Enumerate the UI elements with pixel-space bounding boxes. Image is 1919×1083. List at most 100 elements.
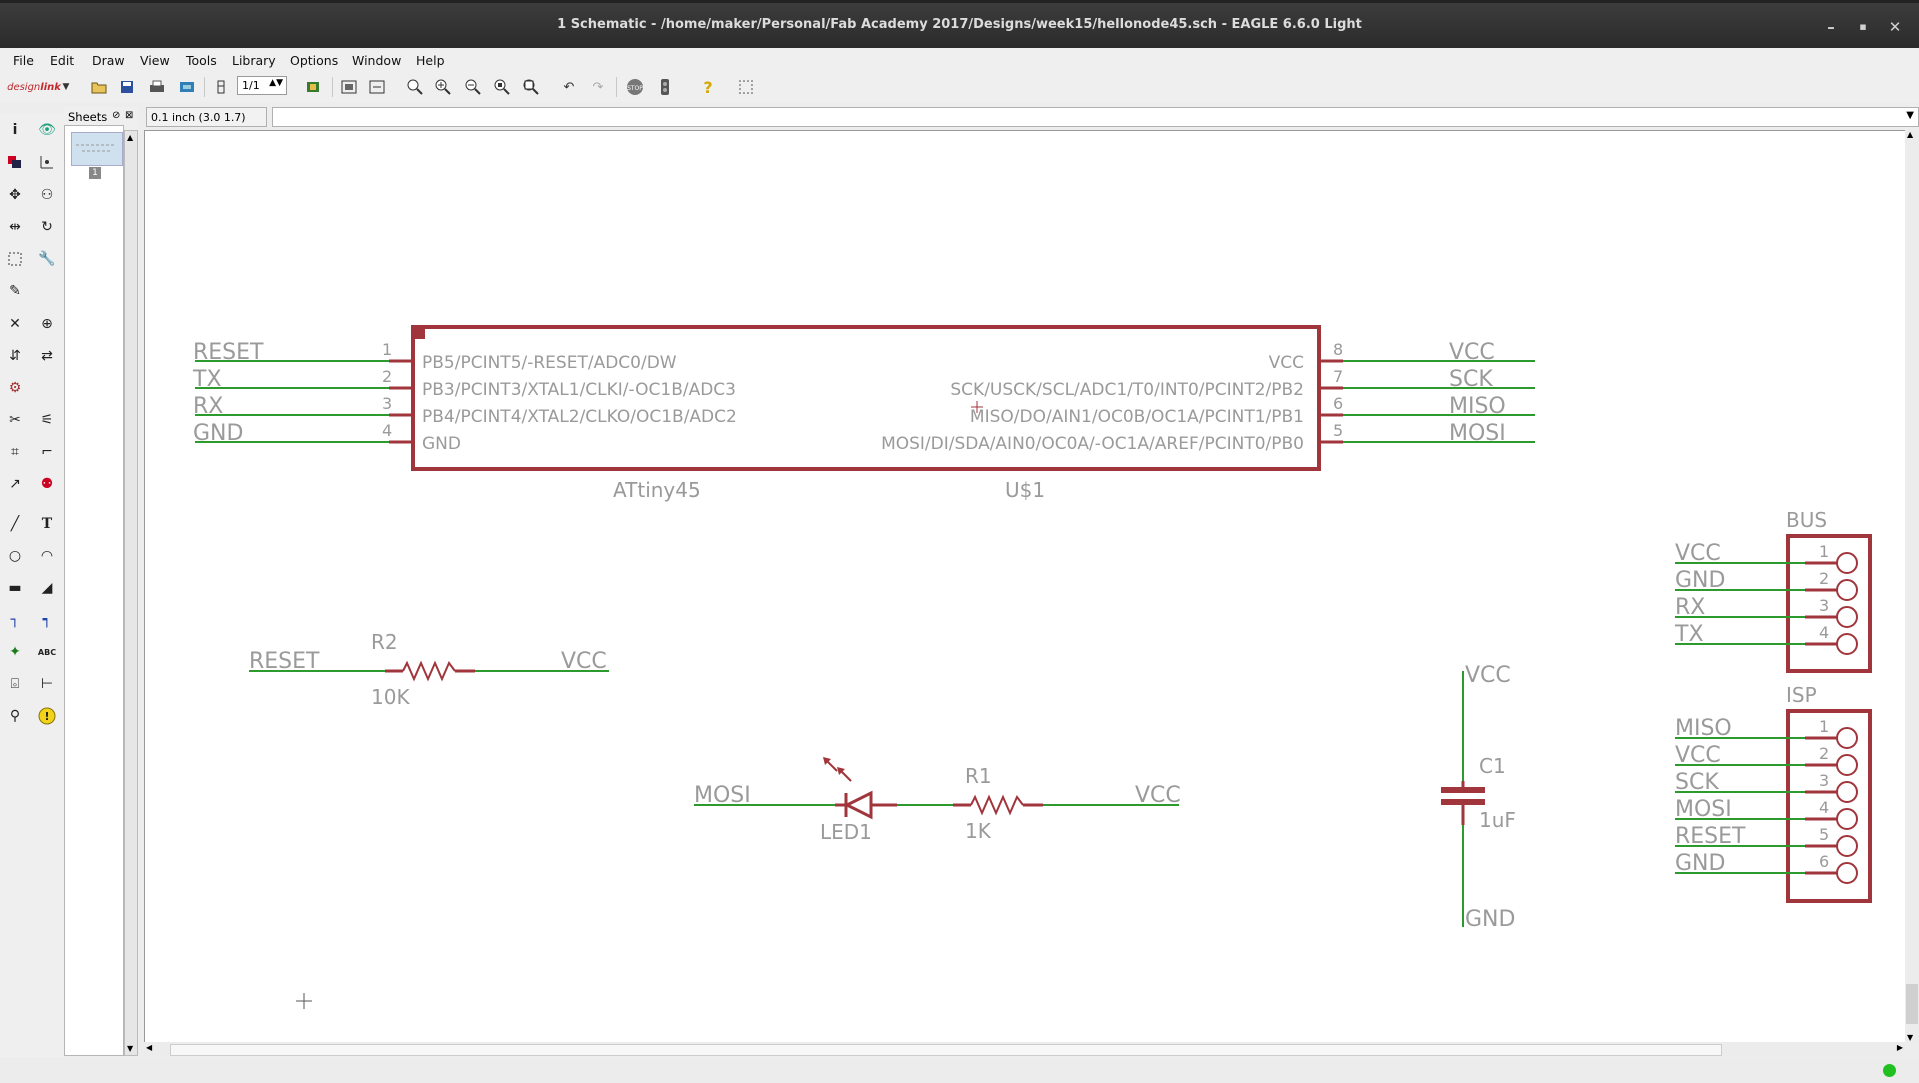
split-icon[interactable]: ⌗ <box>11 444 19 460</box>
smash-icon[interactable]: ↗ <box>9 476 21 492</box>
sheets-scrollbar[interactable]: ▲ ▼ <box>124 130 138 1056</box>
close-icon[interactable]: ⊠ <box>125 110 134 121</box>
chevron-down-icon[interactable]: ▼ <box>1906 110 1914 121</box>
group-icon[interactable] <box>2 246 28 272</box>
schematic-canvas[interactable]: ATtiny45 U$1 RESET 1 PB5/PCINT5/-RESET/A… <box>144 130 1905 1042</box>
scroll-down-icon[interactable]: ▼ <box>127 1044 134 1053</box>
run-icon[interactable] <box>338 77 360 97</box>
pinswap-icon[interactable]: ⇵ <box>9 348 21 364</box>
scroll-thumb[interactable] <box>1906 984 1918 1024</box>
info-icon[interactable]: i <box>12 122 18 138</box>
command-line-input[interactable]: ▼ <box>272 107 1919 127</box>
zoom-in-icon[interactable] <box>432 77 454 97</box>
float-icon[interactable]: ⊘ <box>112 110 121 121</box>
net-label: RESET <box>1675 824 1746 849</box>
delete-icon[interactable]: ✕ <box>9 316 21 332</box>
circle-icon[interactable]: ○ <box>8 548 22 564</box>
scroll-up-icon[interactable]: ▲ <box>127 133 134 142</box>
use-icon[interactable] <box>210 77 232 97</box>
menu-file[interactable]: File <box>13 53 34 68</box>
show-icon[interactable]: 👁 <box>38 122 56 138</box>
menu-tools[interactable]: Tools <box>186 53 217 68</box>
dimension-icon[interactable]: ⊢ <box>40 676 54 692</box>
command-toolbar: i 👁 ✥ ⚇ ⇹ ↻ 🔧 ✎ ✕ ⊕ ⇵ ⇄ ⚙ ✂ ⚟ ⌗ ⌐ ↗ ⚉ ╱ … <box>0 113 64 1058</box>
scroll-thumb[interactable] <box>170 1044 1722 1056</box>
net-label-left: RESET <box>193 340 264 365</box>
menu-options[interactable]: Options <box>290 53 339 68</box>
display-icon[interactable] <box>2 149 28 175</box>
pin-number: 2 <box>1819 744 1829 763</box>
mirror-icon[interactable]: ⇹ <box>9 219 21 235</box>
value-icon[interactable]: ⚟ <box>40 412 54 428</box>
go-icon[interactable] <box>654 77 676 97</box>
sheet-select[interactable]: 1/1▲▼ <box>237 76 287 95</box>
open-icon[interactable] <box>88 77 110 97</box>
erc-icon[interactable]: ⚲ <box>9 708 21 724</box>
zoom-fit-icon[interactable] <box>404 77 426 97</box>
capacitor-c1: VCC C1 1uF GND <box>1441 663 1516 932</box>
ic-right-pin-5: MOSI 5 MOSI/DI/SDA/AIN0/OC0A/-OC1A/AREF/… <box>881 421 1535 454</box>
script-icon[interactable] <box>302 77 324 97</box>
errors-icon[interactable]: ! <box>34 703 60 729</box>
zoom-out-icon[interactable] <box>462 77 484 97</box>
net-label: VCC <box>1135 783 1181 808</box>
add-icon[interactable]: ⊕ <box>41 316 53 332</box>
rect-icon[interactable]: ▬ <box>8 580 22 596</box>
maximize-icon[interactable]: ▪ <box>1859 20 1867 33</box>
junction-icon[interactable]: ✦ <box>9 644 21 660</box>
stop-icon[interactable]: STOP <box>624 77 646 97</box>
sheet-thumbnail[interactable] <box>71 132 123 166</box>
redraw-icon[interactable] <box>520 77 542 97</box>
spinner-icon[interactable]: ▲▼ <box>269 78 283 88</box>
ic-pin1-marker <box>413 327 425 339</box>
gateswap-icon[interactable]: ⇄ <box>41 348 53 364</box>
canvas-vscrollbar[interactable]: ▲ ▼ <box>1905 130 1919 1042</box>
schematic-drawing[interactable]: ATtiny45 U$1 RESET 1 PB5/PCINT5/-RESET/A… <box>145 131 1906 1043</box>
copy-icon[interactable]: ⚇ <box>40 187 54 203</box>
move-icon[interactable]: ✥ <box>9 187 21 203</box>
mark-icon[interactable] <box>34 149 60 175</box>
print-icon[interactable] <box>146 77 168 97</box>
run2-icon[interactable] <box>366 77 388 97</box>
arc-icon[interactable]: ◠ <box>40 548 54 564</box>
wire-icon[interactable]: ╱ <box>10 516 20 532</box>
help-icon[interactable]: ? <box>703 77 713 97</box>
paste-icon[interactable]: ✎ <box>9 283 21 299</box>
menu-view[interactable]: View <box>140 53 170 68</box>
menu-edit[interactable]: Edit <box>50 53 75 68</box>
menu-draw[interactable]: Draw <box>92 53 125 68</box>
grid-icon[interactable] <box>736 77 758 97</box>
pin-number: 3 <box>1819 771 1829 790</box>
invoke-icon[interactable]: ⚉ <box>40 476 54 492</box>
scroll-up-icon[interactable]: ▲ <box>1907 130 1914 139</box>
rotate-icon[interactable]: ↻ <box>41 219 53 235</box>
undo-icon[interactable]: ↶ <box>563 79 575 95</box>
text-icon[interactable]: T <box>41 516 53 532</box>
scroll-right-icon[interactable]: ▶ <box>1896 1043 1903 1052</box>
scroll-left-icon[interactable]: ◀ <box>146 1043 153 1052</box>
replace-icon[interactable]: ⚙ <box>8 380 22 396</box>
polygon-icon[interactable]: ◢ <box>41 580 53 596</box>
bus-icon[interactable]: ┐ <box>10 612 20 628</box>
net-label: GND <box>1675 851 1725 876</box>
menu-library[interactable]: Library <box>232 53 276 68</box>
save-icon[interactable] <box>116 77 138 97</box>
attribute-icon[interactable]: ⌻ <box>10 676 20 692</box>
miter-icon[interactable]: ⌐ <box>41 444 53 460</box>
label-icon[interactable]: ABC <box>37 647 57 657</box>
menu-window[interactable]: Window <box>352 53 402 68</box>
net-icon[interactable]: ┑ <box>42 612 52 628</box>
name-icon[interactable]: ✂ <box>9 412 21 428</box>
zoom-select-icon[interactable] <box>491 77 513 97</box>
cam-icon[interactable] <box>176 77 198 97</box>
chevron-down-icon[interactable]: ▼ <box>62 82 70 92</box>
part-name: C1 <box>1479 754 1506 778</box>
minimize-icon[interactable]: – <box>1827 18 1835 36</box>
scroll-down-icon[interactable]: ▼ <box>1907 1033 1914 1042</box>
canvas-hscrollbar[interactable]: ◀ ▶ <box>144 1042 1905 1056</box>
redo-icon[interactable]: ↷ <box>592 79 604 95</box>
change-icon[interactable]: 🔧 <box>38 251 56 267</box>
close-icon[interactable]: ✕ <box>1888 18 1902 36</box>
menu-help[interactable]: Help <box>416 53 445 68</box>
